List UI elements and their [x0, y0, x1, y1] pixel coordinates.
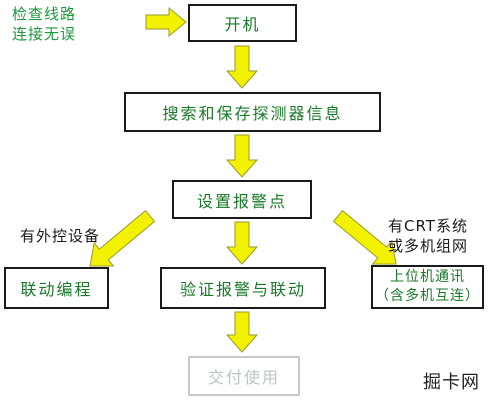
arrow-set-alarm-to-verify — [225, 221, 259, 265]
step-upper-computer-comm: 上位机通讯 （含多机互连） — [371, 265, 484, 309]
note-crt-line1: 有CRT系统 — [388, 217, 468, 235]
site-watermark: 掘卡网 — [423, 372, 480, 393]
step-verify-alarm-linkage: 验证报警与联动 — [160, 267, 326, 309]
arrow-note-to-power-on — [145, 6, 187, 38]
step-set-alarm-points: 设置报警点 — [172, 180, 312, 219]
upper-comm-line1: 上位机通讯 — [390, 269, 465, 285]
step-search-save-detectors: 搜索和保存探测器信息 — [124, 92, 381, 132]
arrow-set-alarm-to-linkage — [89, 209, 156, 267]
arrow-power-on-to-search — [225, 45, 259, 89]
note-crt-line2: 或多机组网 — [388, 237, 469, 255]
step-power-on: 开机 — [188, 4, 297, 42]
arrow-search-to-set-alarm — [225, 134, 259, 178]
step-linkage-programming: 联动编程 — [4, 267, 109, 309]
note-check-wiring-line1: 检查线路 — [12, 5, 77, 23]
step-deliver-for-use: 交付使用 — [188, 356, 300, 396]
note-external-devices: 有外控设备 — [20, 227, 101, 245]
note-check-wiring-line2: 连接无误 — [12, 25, 77, 43]
arrow-verify-to-deliver — [225, 311, 259, 353]
upper-comm-line2: （含多机互连） — [375, 288, 480, 304]
arrow-set-alarm-to-upper-comm — [332, 209, 397, 265]
